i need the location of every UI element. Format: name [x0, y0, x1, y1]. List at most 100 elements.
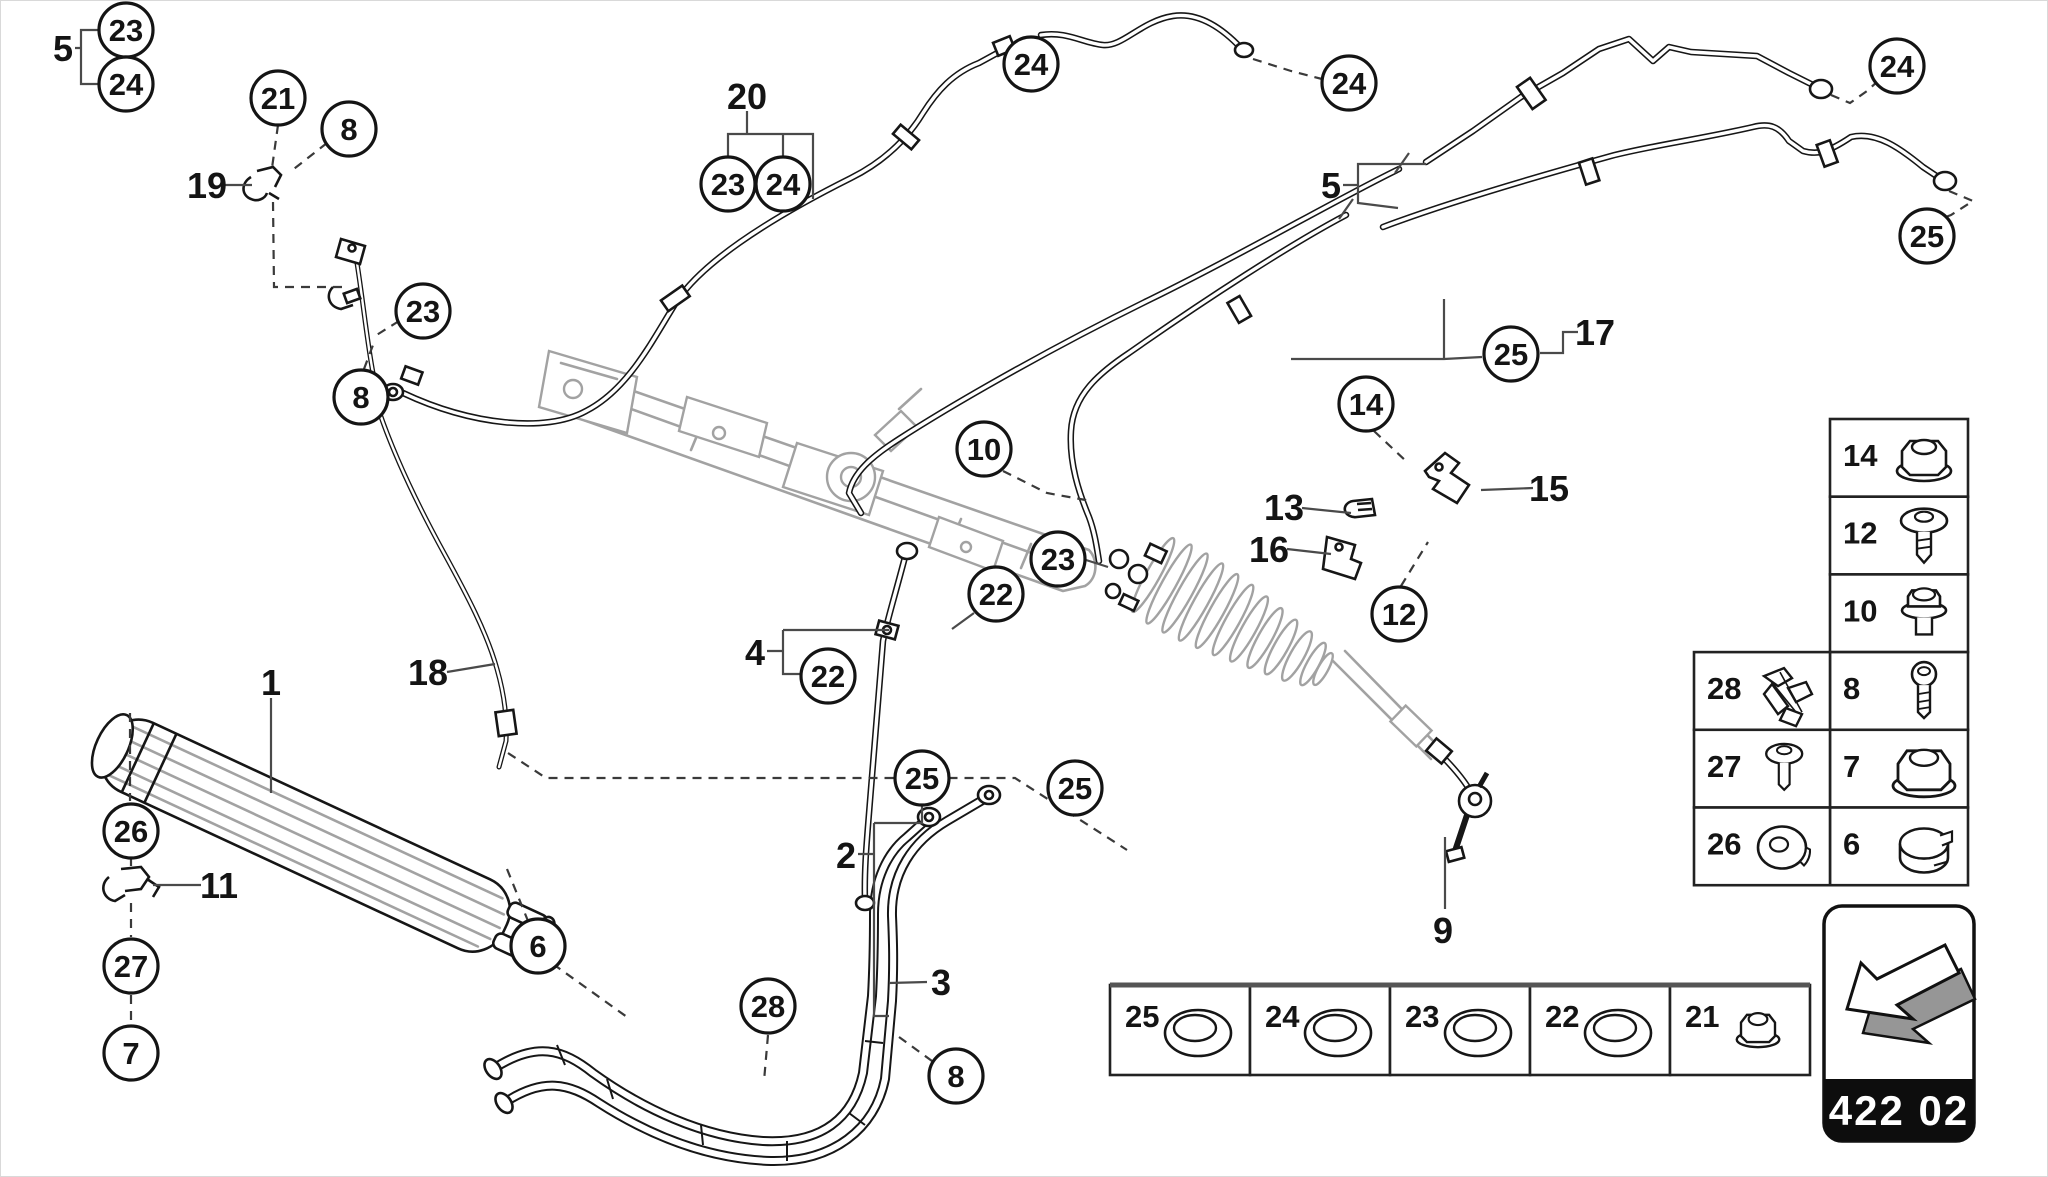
callout-23[interactable]: 23	[97, 1, 155, 59]
hydraulic-pipes	[357, 15, 1941, 1161]
table-cell-27[interactable]: 27	[1692, 728, 1832, 809]
svg-text:23: 23	[109, 13, 143, 48]
bolt-washer-icon	[1900, 587, 1948, 636]
svg-text:27: 27	[1707, 749, 1741, 784]
callout-25[interactable]: 25	[1898, 207, 1956, 265]
callout-7[interactable]: 7	[102, 1024, 160, 1082]
callout-12[interactable]: 12	[1370, 585, 1428, 643]
part-label-16: 16	[1249, 529, 1289, 570]
screw-icon	[1910, 660, 1938, 720]
strip-cell-22[interactable]: 22	[1528, 983, 1672, 1077]
callout-25[interactable]: 25	[1482, 325, 1540, 383]
part-label-4: 4	[745, 632, 765, 673]
svg-text:8: 8	[947, 1059, 964, 1094]
table-cell-10[interactable]: 10	[1828, 573, 1970, 654]
svg-text:23: 23	[1041, 542, 1075, 577]
strip-cell-23[interactable]: 23	[1388, 983, 1532, 1077]
screw-washer-icon	[1899, 507, 1949, 565]
svg-text:7: 7	[1843, 749, 1860, 784]
part-label-2: 2	[836, 835, 856, 876]
steering-rack-assembly	[537, 349, 1443, 761]
callout-8[interactable]: 8	[927, 1047, 985, 1105]
table-cell-6[interactable]: 6	[1828, 806, 1970, 887]
arrow-icon	[1845, 942, 1977, 1045]
pipe-clamp	[1515, 75, 1548, 111]
part-label-13: 13	[1264, 487, 1304, 528]
svg-text:8: 8	[352, 380, 369, 415]
callout-23[interactable]: 23	[699, 155, 757, 213]
svg-text:27: 27	[114, 949, 148, 984]
callout-26[interactable]: 26	[102, 802, 160, 860]
svg-text:12: 12	[1843, 516, 1877, 551]
svg-text:24: 24	[1265, 999, 1300, 1034]
badge-bar	[1824, 1079, 1974, 1141]
callout-8[interactable]: 8	[320, 100, 378, 158]
callout-22[interactable]: 22	[967, 565, 1025, 623]
tie-rod-end	[1424, 736, 1493, 864]
part-label-17: 17	[1575, 312, 1615, 353]
callout-24[interactable]: 24	[1868, 37, 1926, 95]
callout-21[interactable]: 21	[249, 69, 307, 127]
callout-25[interactable]: 25	[893, 749, 951, 807]
strip-cell-21[interactable]: 21	[1668, 983, 1812, 1077]
part-label-5: 5	[53, 28, 73, 69]
section-badge[interactable]: 422 02	[1822, 904, 1977, 1143]
callout-24[interactable]: 24	[97, 55, 155, 113]
bracket-5-left	[75, 28, 98, 86]
bracket-5-right	[1343, 162, 1426, 210]
bracket-16-icon	[1321, 535, 1363, 581]
callout-24[interactable]: 24	[1320, 54, 1378, 112]
flange-nut-icon	[1895, 438, 1953, 483]
part-label-11: 11	[200, 865, 238, 906]
strip-cell-24[interactable]: 24	[1248, 983, 1392, 1077]
svg-text:10: 10	[967, 432, 1001, 467]
callout-28[interactable]: 28	[739, 977, 797, 1035]
svg-text:14: 14	[1349, 387, 1384, 422]
callout-14[interactable]: 14	[1337, 375, 1395, 433]
table-cell-26[interactable]: 26	[1692, 806, 1832, 887]
callout-24[interactable]: 24	[754, 155, 812, 213]
svg-text:25: 25	[905, 761, 939, 796]
part-label-15: 15	[1529, 468, 1569, 509]
svg-text:7: 7	[122, 1036, 139, 1071]
strip-cell-25[interactable]: 25	[1108, 983, 1252, 1077]
table-cell-8[interactable]: 8	[1828, 650, 1970, 732]
bracket-15-icon	[1423, 451, 1471, 505]
table-cell-14[interactable]: 14	[1828, 417, 1970, 498]
svg-text:28: 28	[1707, 671, 1741, 706]
clip-icon	[1761, 666, 1814, 728]
part-label-9: 9	[1433, 910, 1453, 951]
table-cell-7[interactable]: 7	[1828, 728, 1970, 809]
svg-text:26: 26	[1707, 827, 1741, 862]
svg-text:24: 24	[1014, 47, 1049, 82]
callout-8[interactable]: 8	[332, 368, 390, 426]
callout-6[interactable]: 6	[509, 917, 567, 975]
callout-24[interactable]: 24	[1002, 35, 1060, 93]
svg-text:25: 25	[1058, 771, 1092, 806]
callout-23[interactable]: 23	[394, 282, 452, 340]
svg-text:23: 23	[1405, 999, 1439, 1034]
o-ring-icon	[1583, 1008, 1653, 1058]
hose-ferrule	[659, 283, 692, 313]
svg-text:25: 25	[1494, 337, 1528, 372]
callout-10[interactable]: 10	[955, 420, 1013, 478]
callout-25[interactable]: 25	[1046, 759, 1104, 817]
svg-text:24: 24	[1880, 49, 1915, 84]
svg-text:24: 24	[109, 67, 144, 102]
table-cell-28[interactable]: 28	[1692, 650, 1832, 732]
part-label-18: 18	[408, 652, 448, 693]
svg-text:22: 22	[979, 577, 1013, 612]
table-cell-12[interactable]: 12	[1828, 495, 1970, 576]
callout-23[interactable]: 23	[1029, 530, 1087, 588]
flange-nut-big-icon	[1891, 748, 1957, 799]
svg-text:23: 23	[711, 167, 745, 202]
o-ring-icon	[1163, 1008, 1233, 1058]
svg-text:24: 24	[766, 167, 801, 202]
bracket-13-icon	[1343, 497, 1377, 519]
callout-27[interactable]: 27	[102, 937, 160, 995]
bracket-4	[767, 628, 889, 676]
callout-22[interactable]: 22	[799, 647, 857, 705]
flange-nut-small-icon	[1735, 1012, 1781, 1049]
